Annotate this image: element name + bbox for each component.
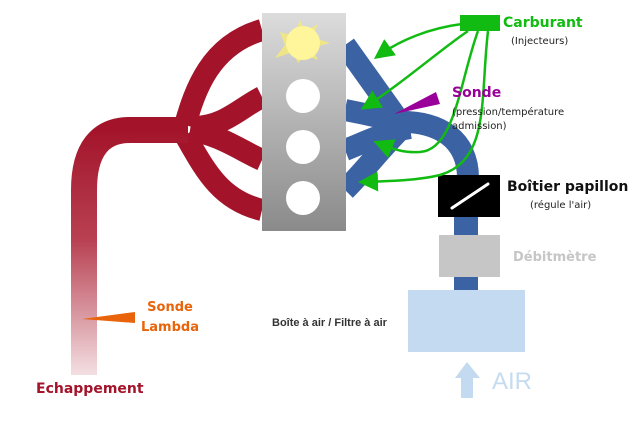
fuel-line-4 [358,30,490,192]
exhaust-runner-4 [175,129,266,221]
cylinder-3 [286,130,320,164]
throttle-sublabel: (régule l'air) [530,200,592,211]
air-box [408,290,525,352]
throttle-label: Boîtier papillon [507,179,629,195]
exhaust-manifold [174,19,268,221]
lambda-label: Sonde Lambda [141,300,199,335]
air-arrow-icon [455,362,480,398]
intake-sensor-sublabel: (pression/température admission) [452,107,565,132]
intake-runner-4 [337,122,408,198]
cylinder-4 [286,181,320,215]
lambda-sensor-pointer [82,312,135,323]
intake-manifold [336,38,479,295]
throttle-plate-icon [450,182,490,210]
intake-sensor-pointer [394,92,440,114]
exhaust-runner-1 [174,19,266,129]
air-label: AIR [492,368,533,395]
maf-sensor [439,235,500,277]
fuel-sublabel: (Injecteurs) [511,36,569,47]
fuel-label: Carburant [503,15,583,31]
exhaust-runner-3 [187,119,267,171]
cylinder-2 [286,79,320,113]
air-box-label: Boîte à air / Filtre à air [272,317,387,329]
fuel-line-2 [360,29,469,110]
exhaust-pipe [71,117,188,375]
intake-sensor-label: Sonde [452,85,502,101]
fuel-lines [358,22,490,192]
intake-plenum [394,110,479,179]
exhaust-label: Echappement [36,381,144,397]
maf-label: Débitmètre [513,250,597,265]
cylinder-1 [286,26,320,60]
intake-runner-1 [336,38,404,122]
fuel-line-1 [373,22,463,59]
fuel-line-3 [373,30,480,158]
fuel-injector-box [460,15,500,31]
